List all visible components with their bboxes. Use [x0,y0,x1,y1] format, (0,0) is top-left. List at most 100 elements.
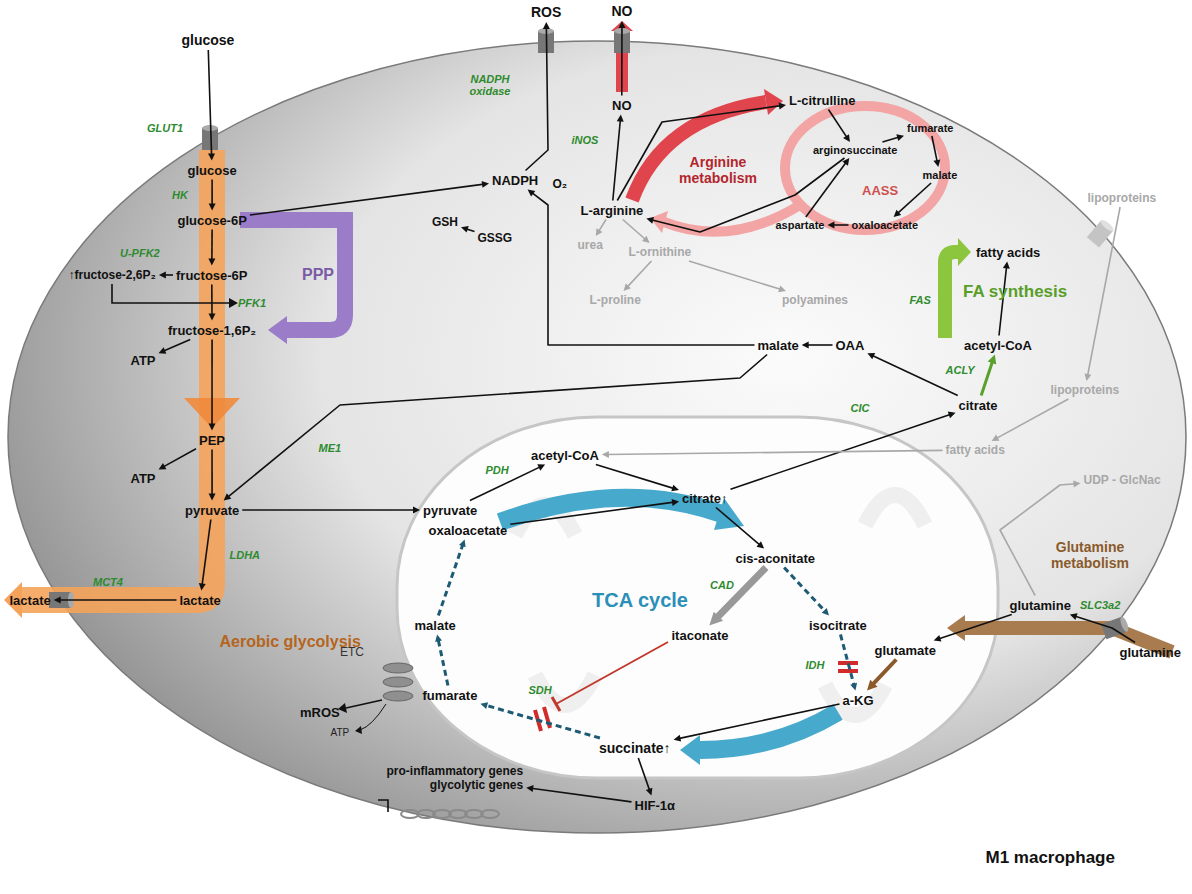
metabolite-node: O₂ [553,177,568,191]
metabolite-name: citrate [959,398,998,413]
label-text: ETC [340,645,364,659]
metabolite-node: L-proline [590,293,641,307]
metabolite-node: itaconate [672,628,729,643]
metabolite-node: oxaloacetate [852,219,919,231]
metabolite-node: NO [612,98,632,113]
metabolite-name: fumarate [423,688,478,703]
metabolite-name: acetyl-CoA [964,338,1032,353]
label-text: CIC [851,402,870,414]
metabolite-name: pyruvate [423,503,477,518]
arrow-line [621,26,623,96]
pathway-label: AASS [862,183,898,198]
metabolite-node: acetyl-CoA [964,338,1032,353]
metabolite-name: lipoproteins [1088,191,1157,205]
metabolite-node: NADPH [492,173,538,188]
pathway-label: HK [172,189,188,201]
metabolite-node: fatty acids [946,443,1005,457]
label-text: IDH [806,659,825,671]
metabolite-name: malate [415,618,456,633]
metabolite-node: pyruvate [423,503,477,518]
pathway-label: PDH [486,464,509,476]
metabolite-node: citrate↑ [682,491,728,506]
arrow-head [208,153,215,160]
metabolite-name: NO [612,3,633,19]
metabolite-node: a-KG [843,693,874,708]
label-text: Arginine metabolism [676,154,761,186]
label-text: FAS [910,294,931,306]
arrow-head [672,499,679,506]
pathway-arrow [209,340,216,431]
label-text: AASS [862,183,898,198]
metabolite-node: fumarate [907,122,953,134]
pathway-arrow [208,50,215,161]
pathway-arrow [209,450,216,501]
metabolite-node: HIF-1α [635,798,676,813]
metabolite-node: malate [758,338,799,353]
metabolite-node: glutamine [1120,645,1181,660]
pathway-label: PFK1 [238,297,266,309]
pathway-label: CAD [710,579,734,591]
metabolite-name: acetyl-CoA [531,448,599,463]
pathway-label: ME1 [319,442,342,454]
arrow-line [242,509,415,511]
metabolite-name: glutamine [1120,645,1181,660]
metabolite-name: L-ornithine [629,245,692,259]
pathway-label: PPP [302,266,334,284]
metabolite-name: oxaloacetate [852,219,919,231]
pathway-label: SLC3a2 [1080,599,1120,611]
arrow-head [209,203,216,210]
label-text: SLC3a2 [1080,599,1120,611]
metabolite-node: fructose-6P [176,268,248,283]
metabolite-name: glucose [188,163,237,178]
metabolite-node: aspartate [776,219,825,231]
cell-title: M1 macrophage [986,848,1115,868]
metabolite-name: a-KG [843,693,874,708]
metabolite-name: urea [578,238,603,252]
label-text: ME1 [319,442,342,454]
metabolite-name: aspartate [776,219,825,231]
cycle-title: TCA cycle [592,589,688,612]
arrow-line [211,450,213,496]
arrow-head [208,313,215,320]
arrow-line [59,599,177,601]
label-text: LDHA [230,549,261,561]
label-text: NADPH oxidase [455,73,525,97]
pathway-label: Glutamine metabolism [1040,539,1140,571]
arrow-line [202,520,211,586]
metabolite-name: isocitrate [809,618,867,633]
metabolite-node: L-ornithine [629,245,692,259]
metabolite-name: HIF-1α [635,798,676,813]
metabolite-node: citrate [959,398,998,413]
pathway-arrow [208,230,215,266]
metabolite-name: glutamine [1010,598,1071,613]
metabolite-node: UDP - GlcNac [1084,473,1161,487]
metabolite-name: itaconate [672,628,729,643]
metabolite-node: mROS [300,705,340,720]
pathway-label: U-PFK2 [120,247,160,259]
metabolite-name: ROS [531,4,561,20]
metabolite-name: fumarate [907,122,953,134]
pathway-arrow [208,285,215,321]
metabolite-node: ATP [131,471,156,486]
metabolite-name: glutamate [875,643,936,658]
metabolite-name: pro-inflammatory genes [387,764,524,778]
label-text: MCT4 [93,576,123,588]
metabolite-name: ATP [131,471,156,486]
metabolite-node: glutamine [1010,598,1071,613]
label-text: PPP [302,266,334,284]
metabolite-name: fructose-1,6P₂ [168,323,256,338]
arrow-line [832,224,848,226]
label-text: CAD [710,579,734,591]
metabolite-node: NO [612,3,633,19]
pathway-label: FAS [910,294,931,306]
arrow-line [807,344,833,346]
metabolite-node: fructose-1,6P₂ [168,323,256,338]
metabolite-name: malate [758,338,799,353]
metabolite-node: L-citrulline [789,93,855,108]
metabolite-node: lipoproteins [1051,383,1120,397]
arrow-head [199,583,206,590]
metabolite-node: malate [923,169,958,181]
metabolite-node: glucose-6P [178,213,247,228]
label-text: SDH [529,684,552,696]
label-text: Aerobic glycolysis [220,633,361,651]
